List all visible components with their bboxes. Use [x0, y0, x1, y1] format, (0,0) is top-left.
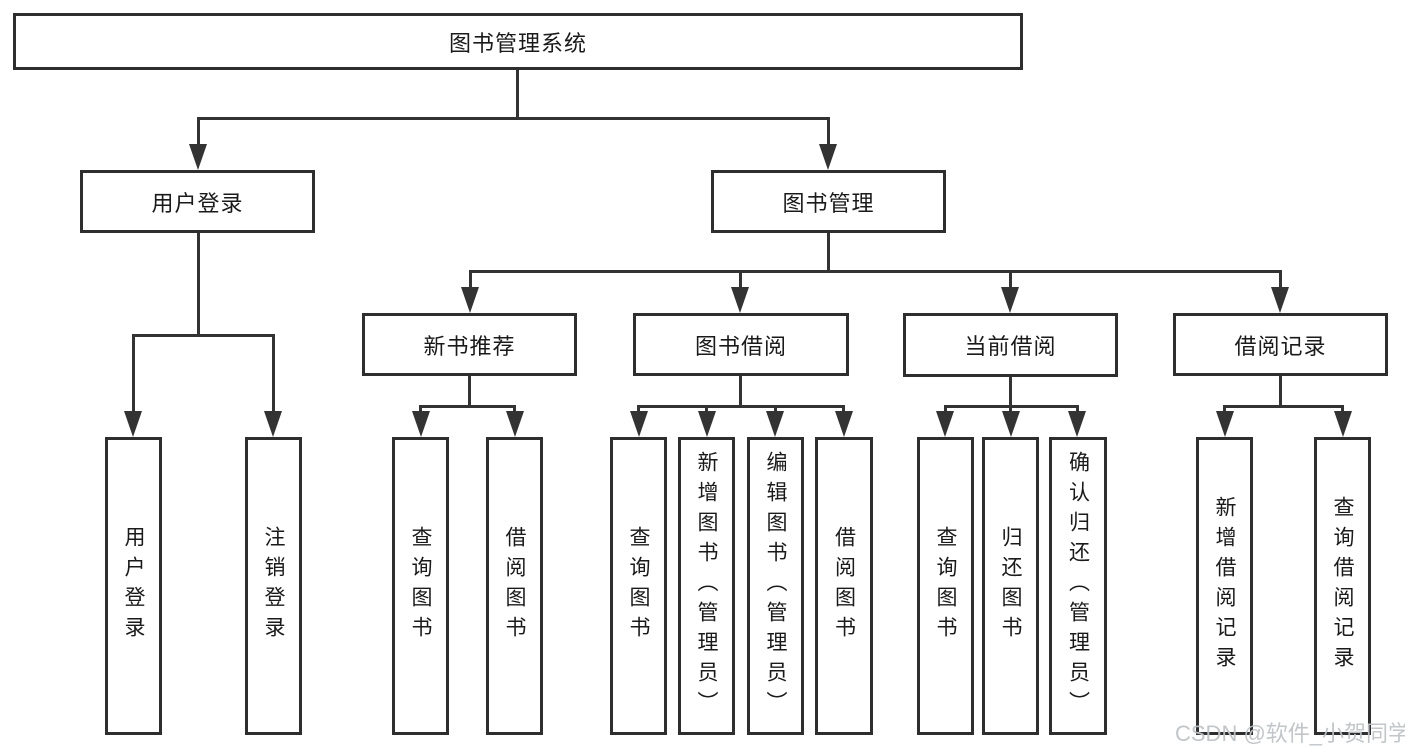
edge-line — [1223, 405, 1226, 415]
edge-line — [132, 334, 275, 337]
edge-line — [132, 334, 135, 414]
edge-line — [272, 334, 275, 414]
edge-arrowhead — [124, 411, 142, 437]
edge-arrowhead — [630, 411, 648, 437]
edge-line — [705, 405, 708, 415]
edge-line — [637, 405, 845, 408]
edge-line — [1009, 376, 1012, 408]
edge-line — [827, 117, 830, 147]
edge-line — [516, 70, 519, 118]
leaf-borrow-books-recommend: 借阅图书 — [486, 437, 543, 735]
watermark: CSDN @软件_小贺同学 — [1175, 721, 1405, 746]
edge-arrowhead — [819, 144, 837, 170]
leaf-confirm-return-admin: 确认归还（管理员） — [1049, 437, 1107, 735]
leaf-logout: 注销登录 — [245, 437, 302, 735]
node-borrowing-records-label: 借阅记录 — [1234, 333, 1327, 359]
edge-arrowhead — [731, 287, 749, 313]
leaf-edit-book-admin: 编辑图书（管理员） — [747, 437, 804, 735]
edge-arrowhead — [506, 411, 524, 437]
leaf-user-login-label: 用户登录 — [122, 526, 145, 646]
leaf-user-login: 用户登录 — [105, 437, 162, 735]
leaf-add-book-admin: 新增图书（管理员） — [678, 437, 735, 735]
edge-line — [469, 270, 472, 290]
edge-line — [827, 233, 830, 273]
leaf-query-books-recommend-label: 查询图书 — [409, 526, 432, 646]
edge-line — [197, 117, 830, 120]
node-book-borrowing-label: 图书借阅 — [694, 333, 787, 359]
edge-line — [1223, 405, 1343, 408]
edge-arrowhead — [835, 411, 853, 437]
leaf-edit-book-admin-label: 编辑图书（管理员） — [764, 451, 787, 721]
node-book-management-label: 图书管理 — [782, 190, 875, 216]
edge-line — [1009, 270, 1012, 290]
edge-arrowhead — [1068, 411, 1086, 437]
node-root-label: 图书管理系统 — [448, 30, 587, 56]
leaf-add-borrow-record: 新增借阅记录 — [1196, 437, 1253, 735]
node-borrowing-records: 借阅记录 — [1173, 313, 1388, 376]
node-new-book-recommend-label: 新书推荐 — [423, 333, 516, 359]
leaf-query-books-borrowing-label: 查询图书 — [627, 526, 650, 646]
leaf-query-borrow-record: 查询借阅记录 — [1314, 437, 1371, 735]
edge-line — [197, 117, 200, 147]
edge-line — [419, 405, 516, 408]
edge-line — [774, 405, 777, 415]
leaf-confirm-return-admin-label: 确认归还（管理员） — [1066, 451, 1090, 721]
edge-arrowhead — [1002, 411, 1020, 437]
edge-arrowhead — [1216, 411, 1234, 437]
edge-line — [1279, 376, 1282, 408]
edge-line — [468, 376, 471, 408]
edge-line — [1341, 405, 1344, 415]
edge-line — [944, 405, 947, 415]
edge-arrowhead — [936, 411, 954, 437]
edge-line — [469, 270, 1282, 273]
leaf-return-book: 归还图书 — [982, 437, 1039, 735]
leaf-return-book-label: 归还图书 — [999, 526, 1022, 646]
edge-line — [197, 233, 200, 337]
leaf-query-books-borrowing: 查询图书 — [610, 437, 667, 735]
edge-arrowhead — [766, 411, 784, 437]
leaf-add-borrow-record-label: 新增借阅记录 — [1213, 496, 1236, 676]
node-book-borrowing: 图书借阅 — [633, 313, 849, 376]
edge-line — [842, 405, 845, 415]
edge-line — [739, 270, 742, 290]
leaf-borrow-books-borrowing: 借阅图书 — [815, 437, 873, 735]
node-new-book-recommend: 新书推荐 — [362, 313, 577, 376]
edge-line — [1009, 405, 1012, 415]
edge-line — [419, 405, 422, 415]
leaf-query-books-current-label: 查询图书 — [934, 526, 957, 646]
node-root: 图书管理系统 — [13, 13, 1023, 70]
edge-arrowhead — [1334, 411, 1352, 437]
edge-line — [1076, 405, 1079, 415]
leaf-query-books-recommend: 查询图书 — [392, 437, 449, 735]
leaf-borrow-books-borrowing-label: 借阅图书 — [832, 526, 856, 646]
edge-line — [637, 405, 640, 415]
node-current-borrowing-label: 当前借阅 — [964, 334, 1057, 359]
leaf-add-book-admin-label: 新增图书（管理员） — [695, 451, 718, 721]
node-current-borrowing: 当前借阅 — [903, 313, 1118, 377]
leaf-query-borrow-record-label: 查询借阅记录 — [1331, 496, 1354, 676]
edge-arrowhead — [189, 144, 207, 170]
edge-line — [1279, 270, 1282, 290]
edge-arrowhead — [698, 411, 716, 437]
leaf-query-books-current: 查询图书 — [917, 437, 974, 735]
edge-arrowhead — [264, 411, 282, 437]
node-user-login: 用户登录 — [80, 170, 315, 233]
edge-line — [739, 376, 742, 408]
edge-arrowhead — [1271, 287, 1289, 313]
edge-arrowhead — [412, 411, 430, 437]
node-user-login-label: 用户登录 — [151, 190, 244, 216]
edge-arrowhead — [461, 287, 479, 313]
node-book-management: 图书管理 — [711, 170, 946, 233]
edge-line — [513, 405, 516, 415]
edge-arrowhead — [1001, 287, 1019, 313]
leaf-logout-label: 注销登录 — [262, 526, 285, 646]
leaf-borrow-books-recommend-label: 借阅图书 — [503, 526, 526, 646]
